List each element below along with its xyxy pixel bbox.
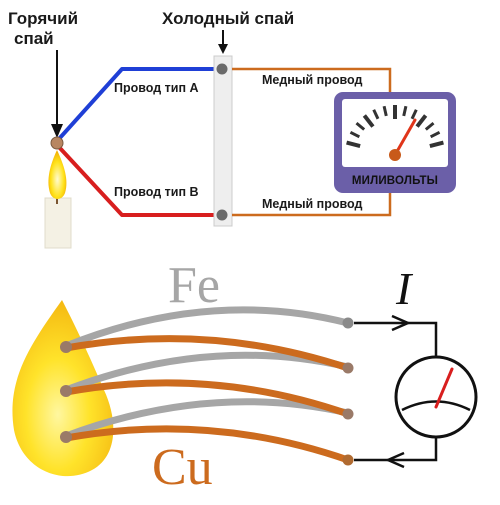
meter-scale-tick [429, 140, 444, 148]
wire-type-a [56, 67, 220, 142]
galvanometer-needle [434, 367, 454, 409]
candle-flame [48, 150, 67, 199]
hot-junction-label-line2: спай [14, 29, 54, 48]
meter-needle [393, 118, 417, 157]
meter-scale-tick [382, 105, 388, 117]
meter-scale-tick [410, 109, 418, 120]
hot-junction-2 [60, 385, 72, 397]
hot-junction-label-line1: Горячий [8, 9, 78, 28]
meter-scale-tick [362, 114, 375, 128]
meter-scale-tick [372, 109, 380, 120]
cold-junction-1 [342, 317, 354, 329]
current-arrow-bottom [384, 451, 405, 469]
cu-wire-2 [62, 379, 352, 418]
cold-junction-3 [342, 408, 354, 420]
copper-wire-top [232, 67, 392, 92]
galvanometer [394, 355, 478, 439]
fe-symbol: Fe [168, 257, 220, 314]
meter-scale-ticks [346, 105, 444, 148]
cu-wire-3 [62, 425, 352, 464]
meter-scale-tick [349, 130, 361, 139]
hot-junction-arrowhead [51, 124, 63, 138]
cu-symbol: Cu [152, 439, 213, 496]
wire-type-b [56, 144, 220, 217]
hot-junction-1 [60, 341, 72, 353]
meter-scale-tick [355, 121, 366, 131]
top-thermocouple-diagram: Горячий спай Холодный спай Провод тип А … [8, 9, 456, 249]
candle-body [44, 197, 72, 249]
meter-scale-tick [415, 114, 428, 128]
galvanometer-body [394, 355, 478, 439]
copper-wire-bottom-label: Медный провод [262, 197, 362, 211]
cold-junction-2 [342, 362, 354, 374]
meter-needle-hub [389, 149, 401, 161]
current-symbol: I [395, 263, 414, 314]
cu-wire-1 [62, 335, 352, 372]
cold-junction-arrowhead [218, 44, 228, 54]
fe-wire-1 [62, 306, 352, 350]
circuit-wire-bottom [354, 436, 438, 462]
hot-junction-3 [60, 431, 72, 443]
fe-wire-3 [62, 398, 352, 440]
copper-wire-top-label: Медный провод [262, 73, 362, 87]
galvanometer-scale-arc [401, 400, 471, 412]
meter-face [342, 99, 448, 167]
meter-scale-tick [429, 130, 441, 139]
cold-junction-terminal-top [216, 63, 228, 75]
meter-scale-tick [402, 105, 408, 117]
cold-junction-4 [342, 454, 354, 466]
wire-type-b-label: Провод тип В [114, 185, 199, 199]
meter-scale-tick [346, 140, 361, 148]
meter-label: МИЛИВОЛЬТЫ [352, 175, 438, 187]
meter-scale-tick [424, 121, 435, 131]
millivolt-meter: МИЛИВОЛЬТЫ [334, 92, 456, 193]
bottom-thermopile-diagram: Fe Cu I [12, 257, 478, 496]
current-arrow-top [391, 314, 412, 332]
wire-type-a-label: Провод тип А [114, 81, 199, 95]
circuit-wire-top [354, 321, 438, 360]
cold-junction-terminal-bottom [216, 209, 228, 221]
copper-wire-bottom [232, 193, 392, 217]
cold-junction-label: Холодный спай [162, 9, 294, 28]
hot-junction-dot [50, 136, 64, 150]
cold-junction-block [213, 55, 233, 227]
